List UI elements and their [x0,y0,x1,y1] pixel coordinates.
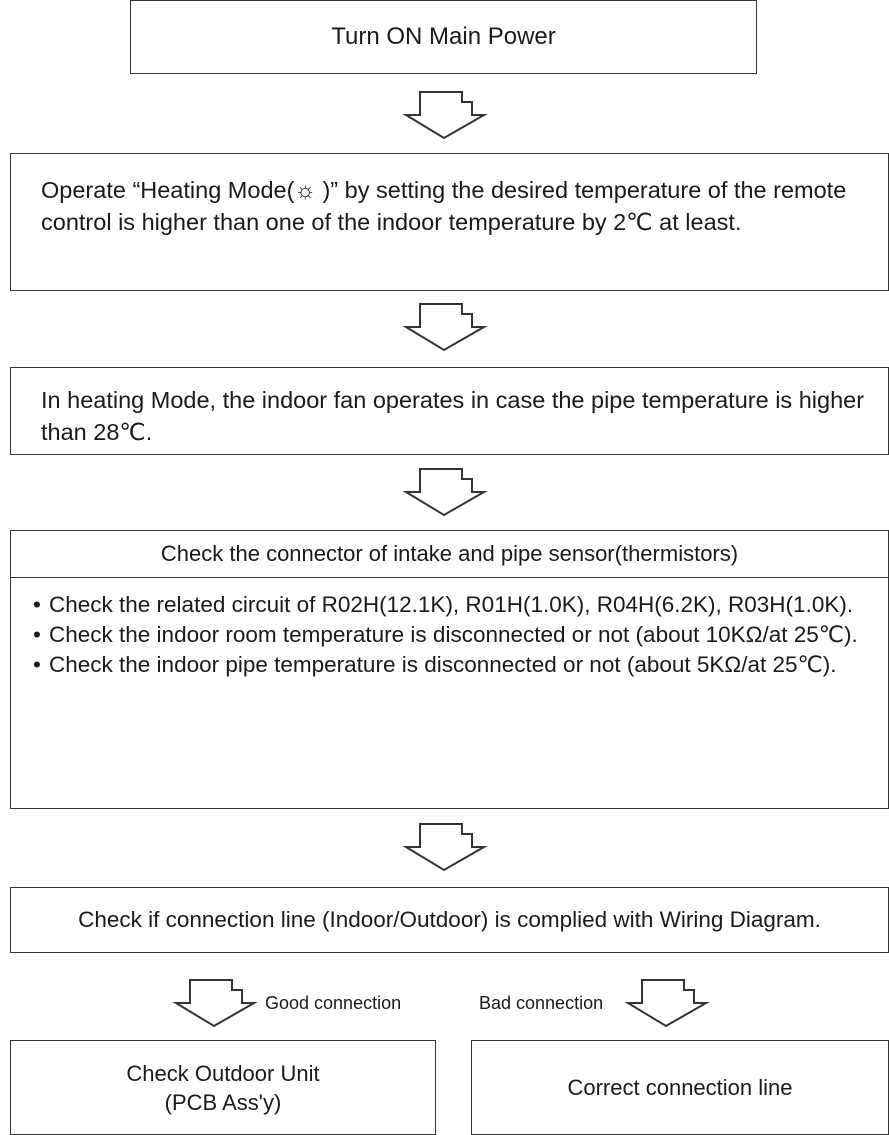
step-heating-text: Operate “Heating Mode(☼ )” by setting th… [41,177,847,235]
check-item: Check the indoor pipe temperature is dis… [33,650,876,680]
check-sensor-list: Check the related circuit of R02H(12.1K)… [11,578,888,680]
branch-label-bad: Bad connection [479,993,604,1013]
step-turn-on-main-power: Turn ON Main Power [130,0,757,74]
flow-arrow-down-icon [400,812,490,882]
flow-arrow-good-icon [170,968,260,1038]
flow-arrow-down-icon [400,457,490,527]
step-check-outdoor-unit: Check Outdoor Unit (PCB Ass'y) [10,1040,436,1135]
check-sensor-title-text: Check the connector of intake and pipe s… [160,541,739,566]
step-indoor-fan-condition: In heating Mode, the indoor fan operates… [10,367,889,455]
step-check-wiring: Check if connection line (Indoor/Outdoor… [10,887,889,953]
check-item: Check the indoor room temperature is dis… [33,620,876,650]
step-correct-connection: Correct connection line [471,1040,889,1135]
outdoor-line-2: (PCB Ass'y) [164,1089,282,1115]
flow-arrow-bad-icon [622,968,712,1038]
outdoor-line-1: Check Outdoor Unit [126,1060,320,1086]
flow-arrow-down-icon [400,80,490,150]
step-correct-text: Correct connection line [567,1074,793,1100]
step-wiring-text: Check if connection line (Indoor/Outdoor… [78,907,821,932]
step-fan-text: In heating Mode, the indoor fan operates… [41,387,865,445]
step-power-text: Turn ON Main Power [331,23,556,50]
check-item: Check the related circuit of R02H(12.1K)… [33,590,876,620]
step-check-sensor-connector: Check the connector of intake and pipe s… [10,530,889,809]
flow-arrow-down-icon [400,292,490,362]
step-operate-heating-mode: Operate “Heating Mode(☼ )” by setting th… [10,153,889,291]
branch-label-good: Good connection [265,993,402,1013]
check-sensor-title: Check the connector of intake and pipe s… [11,531,888,578]
